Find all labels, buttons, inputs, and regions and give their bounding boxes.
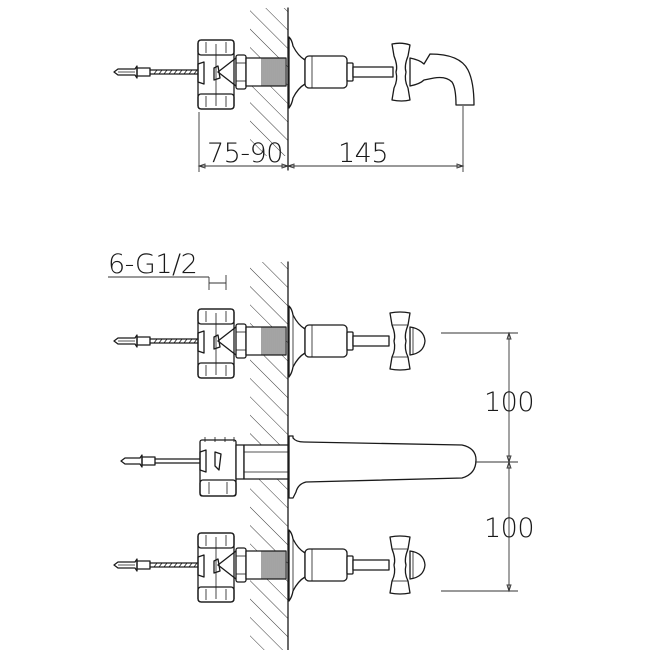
dimension-spout-projection: 145 [338, 138, 388, 169]
connection-label: 6-G1/2 [108, 249, 197, 280]
crosshead-tap-lower [288, 529, 426, 602]
crosshead-tap-top [288, 36, 411, 109]
valve-assembly-middle [120, 437, 289, 497]
basin-spout-front [288, 435, 477, 499]
dimension-lower-spacing: 100 [484, 513, 534, 544]
top-view: 75-90 145 [113, 7, 475, 172]
connection-leader [108, 275, 227, 290]
dimension-upper-spacing: 100 [484, 387, 534, 418]
crosshead-tap-upper [288, 305, 426, 378]
front-view: 6-G1/2 [108, 249, 535, 650]
curved-spout-top [409, 53, 475, 106]
dimension-lines-front [441, 331, 518, 593]
dimension-wall-depth: 75-90 [207, 138, 283, 169]
dimension-lines-top [197, 106, 465, 172]
